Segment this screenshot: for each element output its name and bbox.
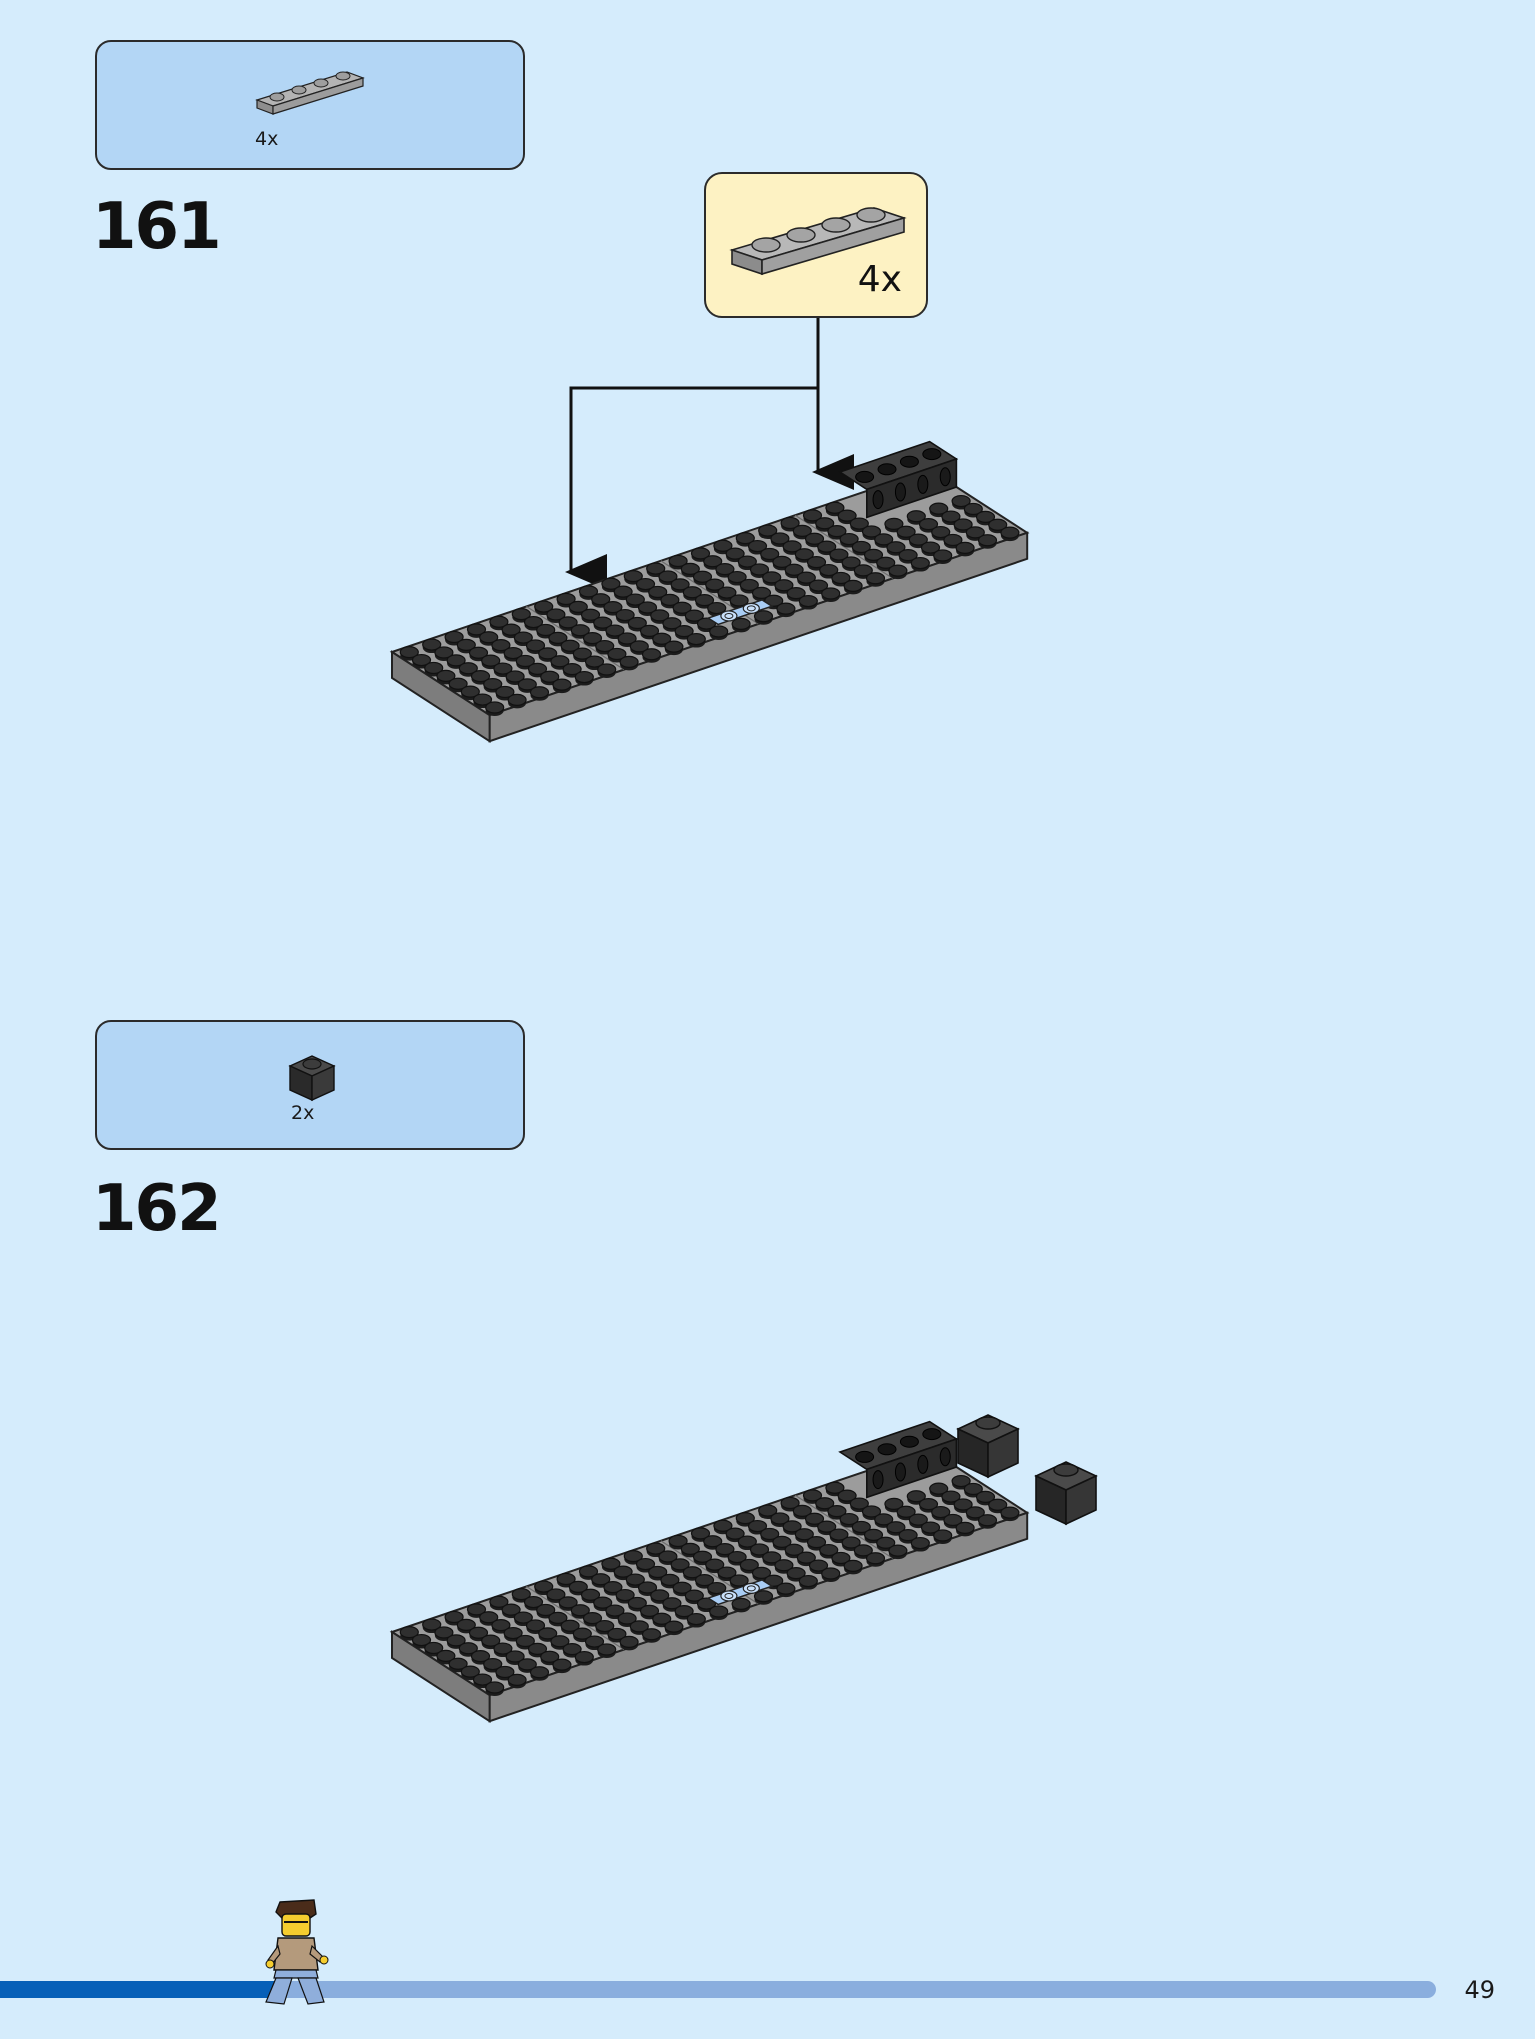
callout-161: 4x <box>704 172 928 318</box>
parts-count: 4x <box>255 128 279 150</box>
callout-count: 4x <box>857 259 902 300</box>
parts-count: 2x <box>291 1102 315 1124</box>
page-number: 49 <box>1464 1976 1495 2004</box>
progress-track <box>0 1981 1436 1998</box>
step-161-assembly <box>389 318 1030 744</box>
parts-list-162: 2x <box>95 1020 525 1150</box>
step-number-162: 162 <box>92 1172 222 1246</box>
plate-1x4-icon <box>255 71 365 115</box>
step-number-161: 161 <box>92 190 222 264</box>
baseplate <box>389 440 1030 744</box>
progress-fill <box>0 1981 288 1998</box>
brick-1x1-icon <box>1034 1461 1098 1526</box>
arrow-icon <box>565 318 854 590</box>
parts-list-161: 4x <box>95 40 525 170</box>
minifigure-icon <box>265 1899 329 2005</box>
baseplate <box>389 1420 1030 1724</box>
brick-1x1-icon <box>956 1414 1020 1479</box>
brick-1x1-icon <box>288 1055 336 1102</box>
step-162-assembly <box>389 1414 1098 1724</box>
plate-1x4-icon <box>729 207 907 276</box>
